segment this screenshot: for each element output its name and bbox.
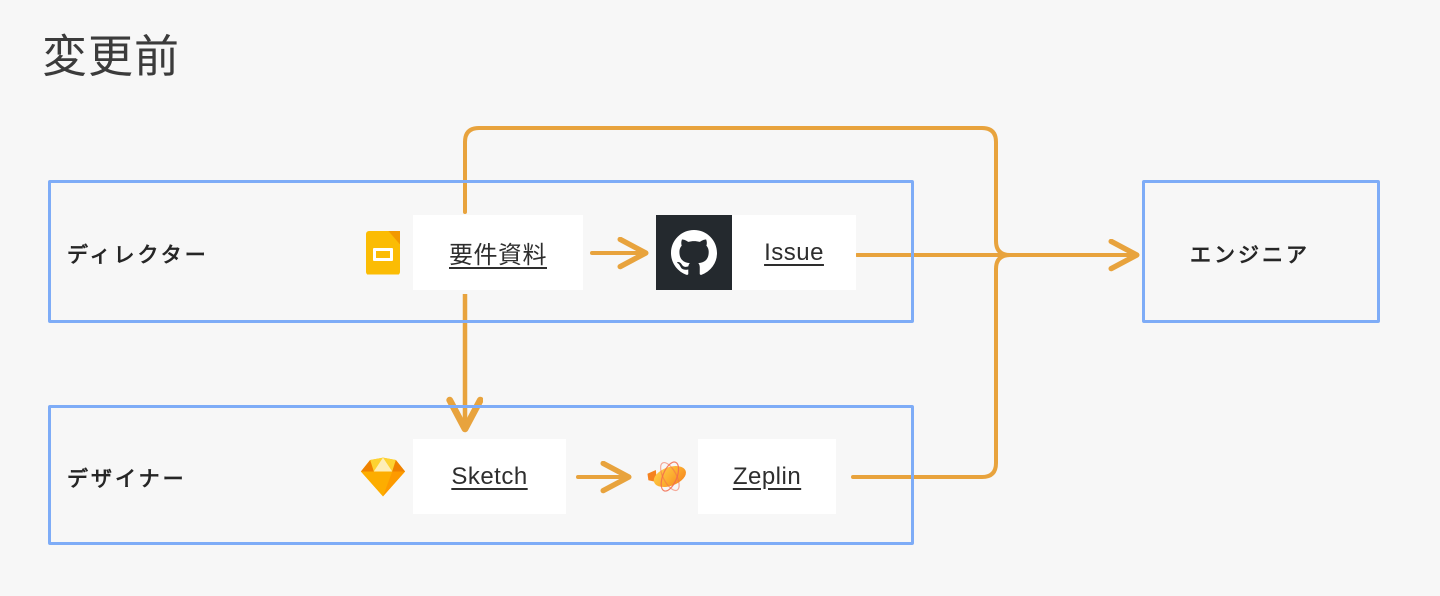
google-slides-icon [353, 215, 413, 290]
lane-label-director: ディレクター [67, 244, 209, 267]
lane-engineer [1142, 180, 1380, 323]
node-zeplin[interactable]: Zeplin [638, 439, 836, 514]
zeplin-icon [638, 439, 698, 514]
node-zeplin-labelbox[interactable]: Zeplin [698, 439, 836, 514]
node-issue[interactable]: Issue [656, 215, 856, 290]
page-title: 変更前 [42, 31, 181, 82]
lane-director [48, 180, 914, 323]
node-requirements-labelbox[interactable]: 要件資料 [413, 215, 583, 290]
node-sketch[interactable]: Sketch [353, 439, 566, 514]
sketch-icon [353, 439, 413, 514]
lane-designer [48, 405, 914, 545]
node-zeplin-label: Zeplin [732, 462, 802, 490]
node-issue-labelbox[interactable]: Issue [732, 215, 856, 290]
lane-label-designer: デザイナー [67, 468, 187, 491]
node-sketch-labelbox[interactable]: Sketch [413, 439, 566, 514]
node-sketch-label: Sketch [451, 462, 528, 490]
github-icon [656, 215, 732, 290]
node-issue-label: Issue [764, 238, 824, 266]
node-requirements[interactable]: 要件資料 [353, 215, 583, 290]
node-requirements-label: 要件資料 [449, 242, 547, 269]
lane-label-engineer: エンジニア [1190, 244, 1310, 267]
